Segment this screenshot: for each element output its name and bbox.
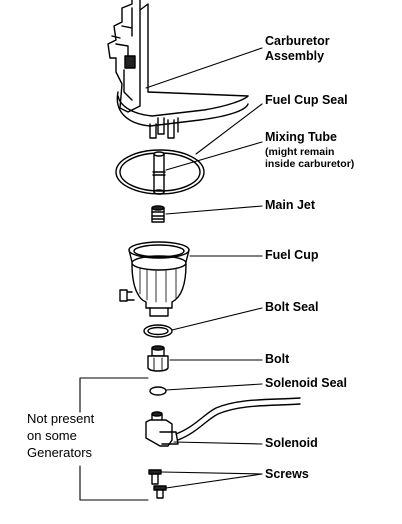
screws-label: Screws [265,467,309,481]
bracket [79,377,149,501]
solenoid-part [145,397,301,447]
carburetor-assembly-label: Carburetor Assembly [265,34,330,64]
leader-fuel-cup-seal [195,103,263,155]
bracket-note: Not present on some Generators [27,410,94,461]
leader-main-jet [165,205,263,215]
mixing-tube-part [152,151,166,195]
bracket-note-line2: on some [27,428,77,443]
leader-lines [145,47,263,489]
bracket-note-line1: Not present [27,411,95,426]
main-jet-part [151,205,165,223]
leader-solenoid-seal [165,383,263,391]
solenoid-seal-part [149,386,167,396]
leader-carburetor [145,47,263,89]
bolt-seal-label: Bolt Seal [265,300,319,314]
leader-solenoid [173,441,263,445]
carburetor-assembly-label-line2: Assembly [265,49,325,63]
bracket-note-line3: Generators [27,445,93,460]
solenoid-label: Solenoid [265,436,318,450]
mixing-tube-note-line1: (might remain [265,146,335,158]
leader-bolt-seal [171,307,263,331]
leader-screw-1 [161,471,263,475]
mixing-tube-label: Mixing Tube [265,130,337,144]
fuel-cup-label: Fuel Cup [265,248,319,262]
bolt-label: Bolt [265,352,290,366]
fuel-cup-part [119,241,190,317]
bolt-seal-part [143,324,173,338]
solenoid-seal-label: Solenoid Seal [265,376,347,390]
mixing-tube-note-line2: inside carburetor) [265,158,355,170]
main-jet-label: Main Jet [265,198,316,212]
mixing-tube-note: (might remain inside carburetor) [265,146,354,170]
fuel-cup-seal-label: Fuel Cup Seal [265,93,348,107]
leader-screw-2 [165,473,263,489]
bolt-part [147,345,169,372]
screws-part [148,469,167,499]
carburetor-assembly-part [107,0,249,139]
leader-mixing-tube [165,141,263,171]
carburetor-assembly-label-line1: Carburetor [265,34,330,48]
